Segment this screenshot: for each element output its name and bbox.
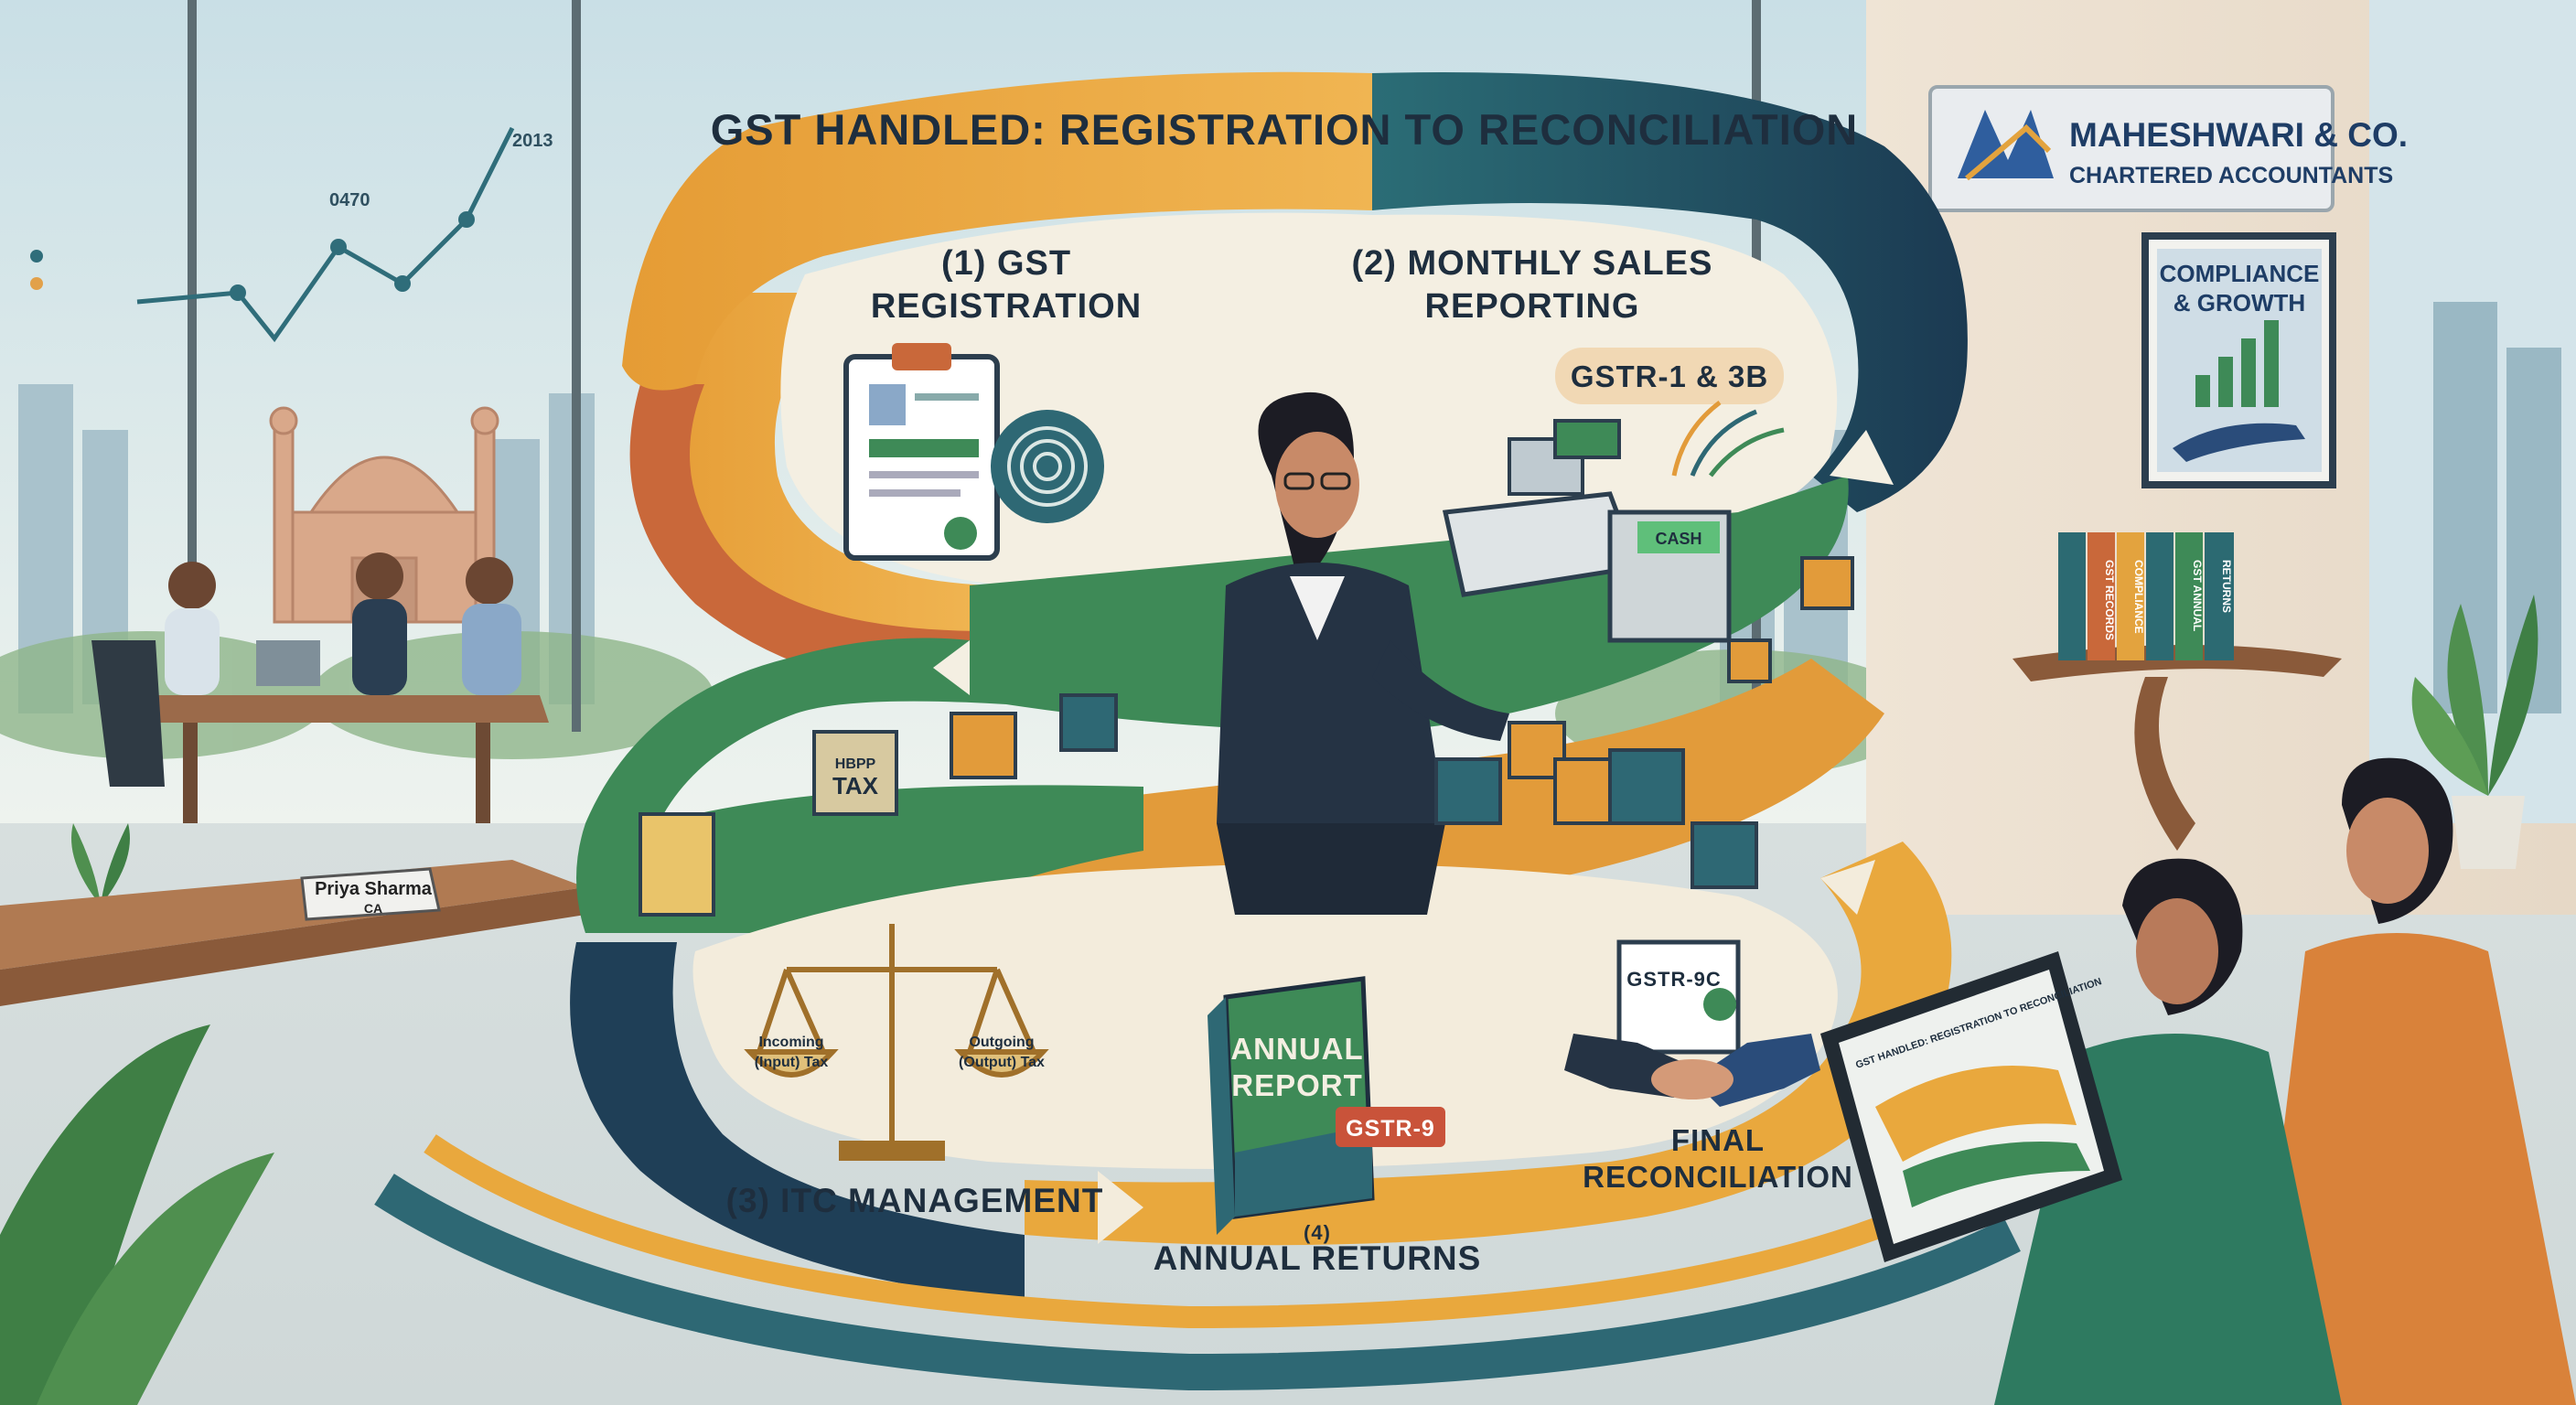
tax-box-line2: TAX (832, 772, 879, 799)
fingerprint-icon (991, 410, 1104, 523)
banner-title: GST HANDLED: REGISTRATION TO RECONCILIAT… (711, 105, 1859, 154)
chart-value-label: 0470 (329, 190, 370, 210)
outer-swoosh-2 (424, 1134, 1972, 1329)
arrow-chevron (1820, 860, 1875, 915)
book-line2: REPORT (1231, 1068, 1363, 1102)
gstr-badge-label: GSTR-1 & 3B (1571, 359, 1768, 393)
window-growth-chart: 2013 0470 (30, 126, 553, 343)
step1-line2: REGISTRATION (871, 287, 1142, 326)
right-skyline (2433, 302, 2561, 713)
top-loop-rust (629, 384, 988, 695)
gstr9c-label: GSTR-9C (1626, 968, 1722, 991)
lower-loop-navy (570, 942, 1025, 1299)
front-desk (0, 860, 585, 1006)
pan-left-line2: (Input) Tax (755, 1055, 829, 1070)
binder-label-4: GST ANNUAL (2191, 560, 2204, 631)
book-line1: ANNUAL (1230, 1032, 1363, 1066)
step2-line1: (2) MONTHLY SALES (1352, 244, 1713, 283)
cash-register-icon: CASH (1442, 419, 1732, 643)
step4-number: (4) (1304, 1221, 1331, 1244)
lower-loop-orange (1025, 842, 1952, 1246)
hand-icon (2173, 423, 2305, 462)
nameplate-name: Priya Sharma (315, 879, 433, 899)
pan-right-line1: Outgoing (969, 1035, 1034, 1050)
step2-line2: REPORTING (1425, 287, 1640, 326)
step5-line2: RECONCILIATION (1583, 1160, 1853, 1194)
tax-box-line1: HBPP (835, 756, 876, 772)
lower-loop-green (576, 785, 1143, 933)
clipboard-icon (843, 343, 1000, 561)
step1-line1: (1) GST (941, 244, 1071, 283)
compliance-poster: COMPLIANCE & GROWTH (2141, 232, 2336, 488)
pan-right-line2: (Output) Tax (959, 1055, 1045, 1070)
gstr9-tag-label: GSTR-9 (1346, 1116, 1435, 1142)
top-banner-navy (1372, 72, 1968, 512)
outer-swoosh (374, 1174, 2021, 1391)
binder-label-1: GST RECORDS (2103, 560, 2116, 640)
binder-label-2: COMPLIANCE (2132, 560, 2145, 634)
nameplate: Priya Sharma CA (300, 867, 441, 921)
arrow-chevron (1830, 430, 1894, 485)
register-screen: CASH (1655, 530, 1701, 548)
outgoing-arrows (1671, 401, 1785, 477)
binder-shelf: GST RECORDS COMPLIANCE GST ANNUAL RETURN… (2012, 532, 2342, 851)
plant-left (0, 1024, 274, 1405)
step5-line1: FINAL (1671, 1123, 1765, 1157)
firm-sign: MAHESHWARI & CO. CHARTERED ACCOUNTANTS (1928, 85, 2408, 212)
cube-icons (639, 556, 1854, 917)
gstr9c-document-icon (1616, 939, 1741, 1055)
meeting-scene (91, 552, 549, 823)
poster-line1: COMPLIANCE (2160, 260, 2320, 287)
poster-line2: & GROWTH (2174, 289, 2305, 316)
pan-left-line1: Incoming (758, 1035, 823, 1050)
plant-right (2411, 595, 2538, 869)
top-banner-orange (622, 71, 1372, 391)
chart-year-label: 2013 (512, 131, 553, 151)
balance-scale-icon (744, 924, 1049, 1161)
handshake-icon (1564, 1034, 1820, 1107)
firm-name: MAHESHWARI & CO. (2069, 116, 2408, 154)
step4-label: ANNUAL RETURNS (1154, 1239, 1482, 1277)
nameplate-title: CA (364, 901, 382, 916)
firm-subtitle: CHARTERED ACCOUNTANTS (2069, 163, 2393, 188)
gstr-badge: GSTR-1 & 3B (1555, 348, 1784, 404)
binder-label-5: RETURNS (2220, 560, 2233, 613)
accountant-figure (1217, 391, 1509, 915)
arrow-chevron (1098, 1171, 1143, 1244)
step3-label: (3) ITC MANAGEMENT (726, 1182, 1104, 1219)
firm-logo-icon (1958, 110, 2054, 178)
arrow-chevron (933, 640, 970, 695)
gstr9-tag: GSTR-9 (1336, 1107, 1445, 1147)
annual-report-book-icon (1208, 976, 1375, 1235)
